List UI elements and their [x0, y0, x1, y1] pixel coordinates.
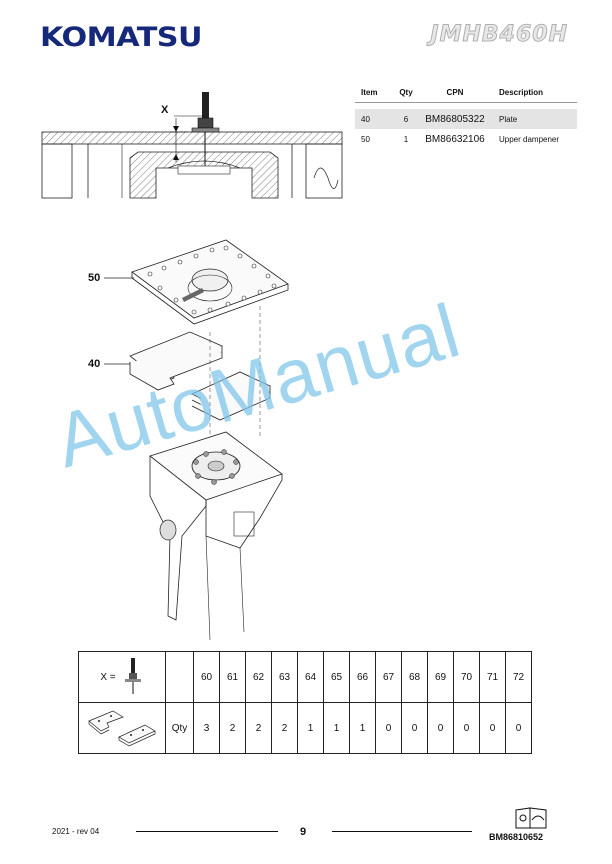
qty-value-cell: 0 — [479, 702, 506, 754]
callout-50-leader — [104, 277, 134, 279]
qty-value-cell: 2 — [219, 702, 246, 754]
qty-value-cell: 0 — [375, 702, 402, 754]
callout-40: 40 — [88, 358, 101, 370]
page-number: 9 — [300, 826, 307, 838]
quantity-table: X = 60 61 62 63 64 65 66 67 68 69 70 71 … — [78, 651, 532, 754]
header-divider — [355, 102, 577, 109]
row-item: 40 — [361, 114, 370, 124]
exploded-assembly-diagram — [129, 239, 289, 641]
table-row: Qty 3 2 2 2 1 1 1 0 0 0 0 0 0 — [78, 702, 532, 754]
x-gauge-cell: X = — [78, 651, 166, 703]
header-cpn: CPN — [446, 87, 464, 97]
row-qty: 6 — [403, 114, 409, 124]
table-row: 50 1 BM86632106 Upper dampener — [355, 129, 577, 149]
plates-icon — [88, 710, 156, 746]
qty-value-cell: 1 — [297, 702, 324, 754]
dimension-x-label: X — [161, 104, 169, 116]
qty-value-cell: 1 — [323, 702, 350, 754]
x-value-cell: 63 — [271, 651, 298, 703]
row-description: Upper dampener — [499, 134, 560, 144]
gauge-icon — [124, 658, 141, 694]
parts-table-header: Item Qty CPN Description — [355, 82, 577, 102]
footer-rule-left — [136, 831, 278, 832]
x-value-cell: 72 — [505, 651, 532, 703]
x-value-cell: 60 — [193, 651, 220, 703]
row-cpn: BM86632106 — [425, 133, 485, 145]
document-code: BM86810652 — [489, 832, 544, 842]
row-qty: 1 — [403, 134, 409, 144]
table-row: X = 60 61 62 63 64 65 66 67 68 69 70 71 … — [78, 651, 532, 703]
header-qty: Qty — [399, 87, 413, 97]
table-row: 40 6 BM86805322 Plate — [355, 109, 577, 129]
x-equals-label: X = — [100, 671, 116, 683]
x-value-cell: 68 — [401, 651, 428, 703]
section-view-diagram — [41, 92, 343, 199]
row-item: 50 — [361, 134, 370, 144]
qty-value-cell: 1 — [349, 702, 376, 754]
x-value-cell: 69 — [427, 651, 454, 703]
model-logo: JMHB460H — [430, 22, 568, 48]
x-value-cell: 61 — [219, 651, 246, 703]
qty-value-cell: 3 — [193, 702, 220, 754]
parts-table: Item Qty CPN Description 40 6 BM86805322… — [355, 82, 577, 149]
qty-value-cell: 2 — [271, 702, 298, 754]
qty-value-cell: 0 — [505, 702, 532, 754]
callout-40-leader — [104, 363, 130, 365]
revision-label: 2021 - rev 04 — [52, 827, 100, 836]
x-value-cell: 71 — [479, 651, 506, 703]
x-value-cell: 64 — [297, 651, 324, 703]
x-value-cell: 65 — [323, 651, 350, 703]
qty-value-cell: 0 — [453, 702, 480, 754]
x-value-cell: 70 — [453, 651, 480, 703]
qty-label-cell: Qty — [165, 702, 194, 754]
callout-50: 50 — [88, 272, 101, 284]
qty-value-cell: 0 — [427, 702, 454, 754]
qty-value-cell: 2 — [245, 702, 272, 754]
header-item: Item — [361, 87, 378, 97]
plates-image-cell — [78, 702, 166, 754]
row-description: Plate — [499, 114, 518, 124]
komatsu-logo: KOMATSU — [40, 22, 203, 53]
header-description: Description — [499, 87, 544, 97]
manual-book-icon — [515, 807, 547, 829]
x-value-cell: 62 — [245, 651, 272, 703]
qty-value-cell: 0 — [401, 702, 428, 754]
footer-rule-right — [332, 831, 472, 832]
x-value-cell: 66 — [349, 651, 376, 703]
x-value-cell: 67 — [375, 651, 402, 703]
empty-header-cell — [165, 651, 194, 703]
row-cpn: BM86805322 — [425, 113, 485, 125]
